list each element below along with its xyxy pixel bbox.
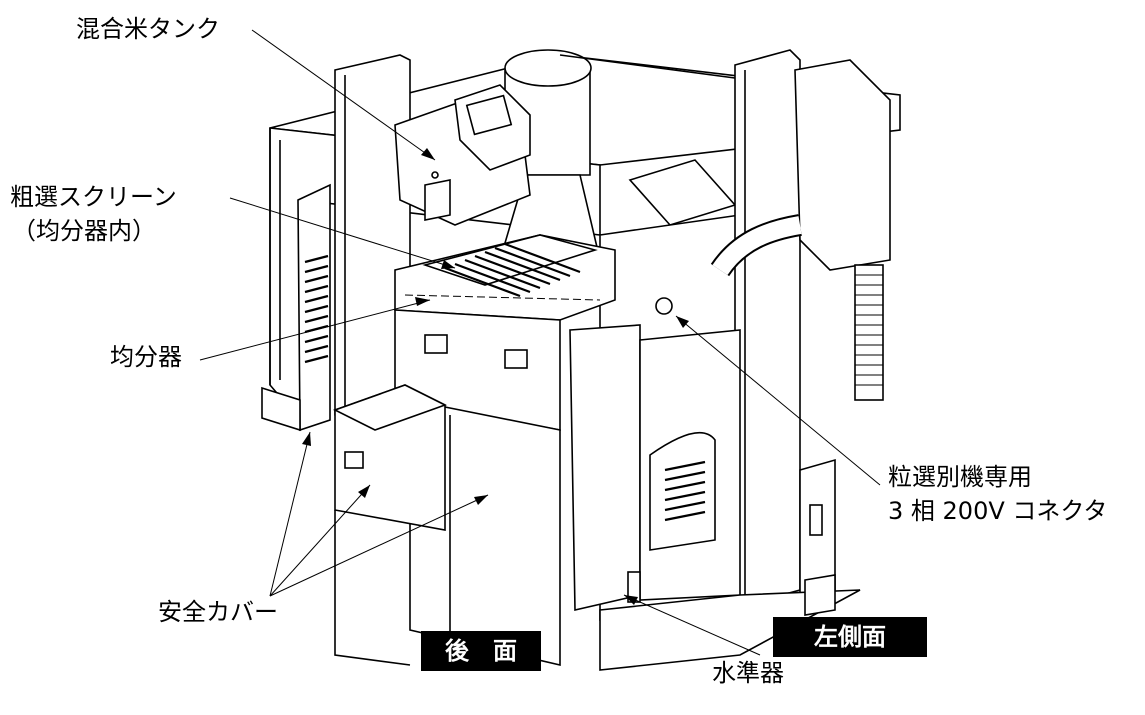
mixed-rice-tank	[394, 84, 531, 226]
leader-lines	[199, 29, 881, 656]
left-grille	[304, 254, 329, 364]
hose-coil	[855, 274, 883, 386]
side-grille	[664, 460, 706, 522]
label-mixed-rice-tank: 混合米タンク	[76, 15, 220, 43]
label-coarse-screen: 粗選スクリーン	[10, 183, 177, 211]
left-side-face	[569, 297, 861, 671]
label-safety-cover: 安全カバー	[158, 598, 278, 626]
label-coarse-screen-note: （均分器内）	[12, 217, 156, 245]
label-connector-spec: 3 相 200V コネクタ	[888, 497, 1108, 525]
screen-mesh	[444, 242, 581, 298]
safety-covers	[332, 384, 561, 667]
label-divider: 均分器	[110, 343, 182, 371]
view-badge-left: 左側面	[773, 617, 927, 657]
view-badge-rear: 後 面	[421, 631, 541, 671]
label-level-gauge: 水準器	[712, 659, 784, 687]
right-elevator-column	[710, 49, 891, 607]
label-connector: 粒選別機専用	[888, 463, 1032, 491]
connector-socket	[655, 297, 673, 315]
